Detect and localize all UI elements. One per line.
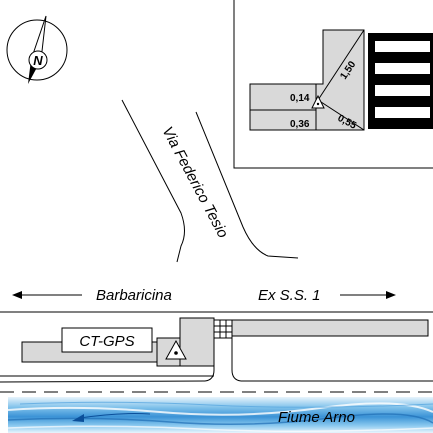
station-label: CT-GPS [79, 333, 134, 350]
north-compass-icon: N [6, 15, 68, 84]
driveway-edge [231, 344, 242, 382]
street-label: Via Federico Tesio [158, 124, 231, 241]
driveway-edge [204, 344, 215, 382]
station-label-box: CT-GPS [61, 327, 153, 353]
river-label: Fiume Arno [278, 409, 355, 426]
inset-distance-1: 0,14 [290, 93, 310, 104]
survey-marker-icon [165, 339, 187, 360]
river-flow-arrow-icon [72, 414, 84, 422]
inset-grid-block [368, 33, 433, 129]
right-direction-label: Ex S.S. 1 [258, 287, 321, 304]
inset-distance-2: 0,36 [290, 119, 310, 130]
inset-detail: 0,14 0,36 0,55 1,50 [233, 0, 433, 169]
survey-marker-icon [311, 94, 325, 109]
street-edges [121, 99, 299, 263]
right-arrow-icon [340, 291, 396, 299]
left-arrow-icon [12, 291, 82, 299]
compass-north-letter: N [33, 53, 43, 68]
left-direction-label: Barbaricina [96, 287, 172, 304]
river [7, 397, 433, 433]
